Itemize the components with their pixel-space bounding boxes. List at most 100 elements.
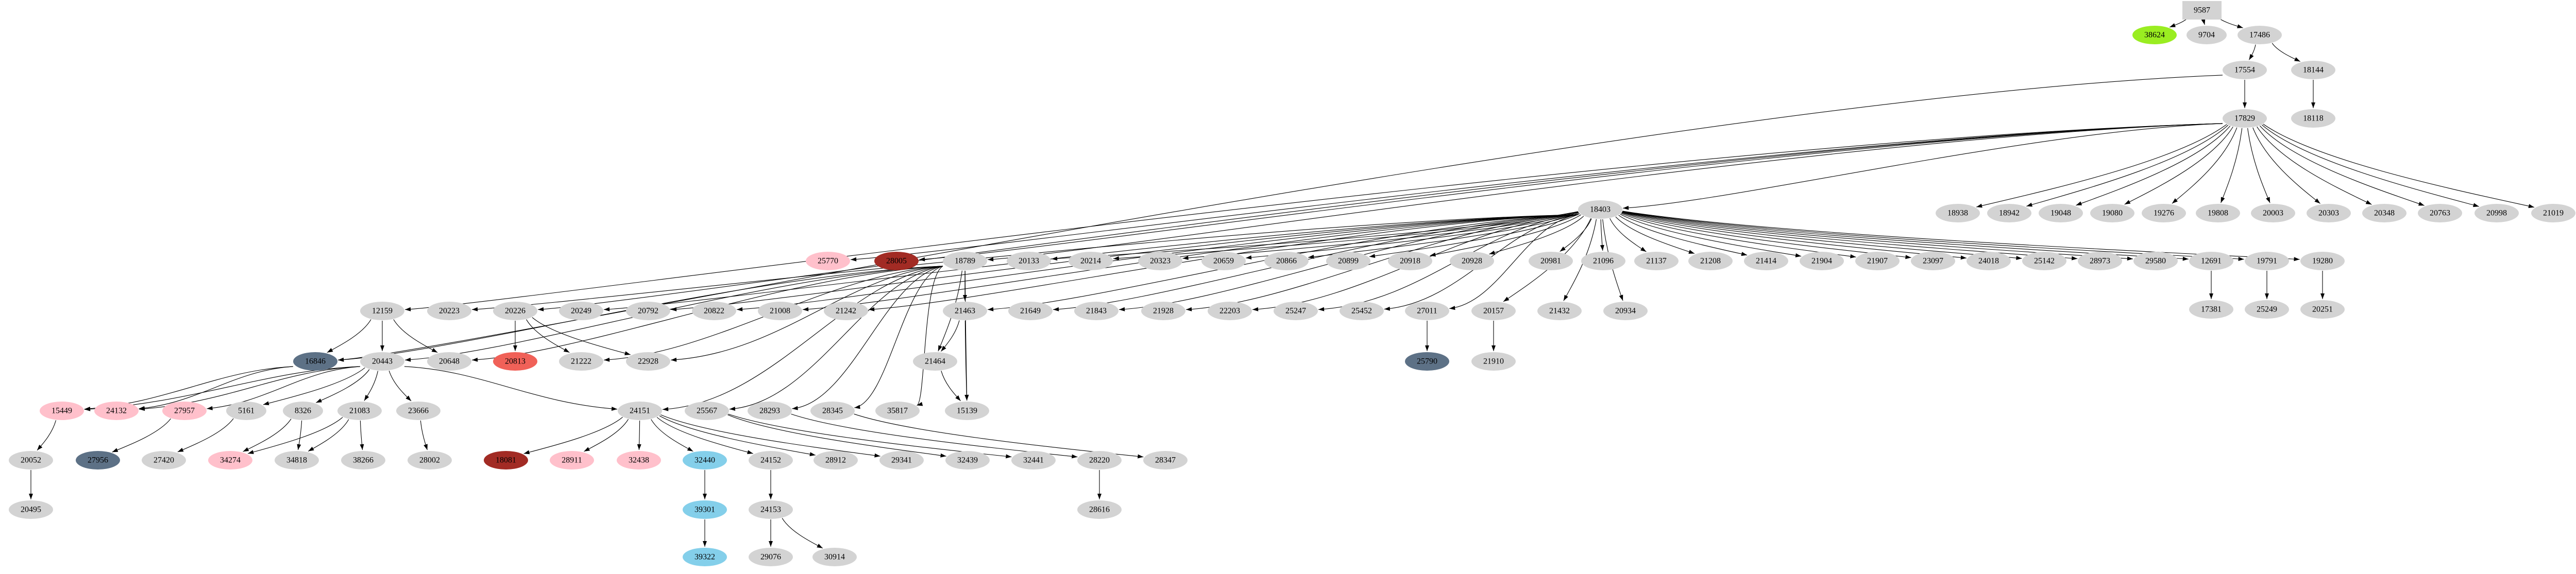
- node-shape[interactable]: [337, 402, 382, 420]
- node-shape[interactable]: [2300, 252, 2345, 270]
- node-shape[interactable]: [1855, 252, 1900, 270]
- graph-node[interactable]: 28220: [1077, 451, 1122, 469]
- node-shape[interactable]: [1744, 252, 1788, 270]
- node-shape[interactable]: [626, 352, 670, 371]
- node-shape[interactable]: [1074, 302, 1118, 320]
- graph-node[interactable]: 20866: [1264, 252, 1309, 270]
- graph-node[interactable]: 5161: [226, 402, 266, 420]
- graph-node[interactable]: 23666: [396, 402, 440, 420]
- node-shape[interactable]: [1008, 302, 1053, 320]
- node-shape[interactable]: [2078, 252, 2122, 270]
- graph-node[interactable]: 24152: [749, 451, 793, 469]
- node-shape[interactable]: [1264, 252, 1309, 270]
- graph-node[interactable]: 21463: [943, 302, 987, 320]
- graph-node[interactable]: 19080: [2090, 204, 2134, 222]
- graph-node[interactable]: 20928: [1450, 252, 1494, 270]
- node-shape[interactable]: [2142, 204, 2186, 222]
- graph-node[interactable]: 17381: [2189, 300, 2233, 319]
- node-shape[interactable]: [1405, 352, 1449, 371]
- node-shape[interactable]: [758, 302, 802, 320]
- graph-node[interactable]: 20648: [427, 352, 471, 371]
- node-shape[interactable]: [2475, 204, 2519, 222]
- graph-node[interactable]: 20348: [2362, 204, 2406, 222]
- node-shape[interactable]: [1987, 204, 2031, 222]
- node-shape[interactable]: [2132, 26, 2177, 44]
- graph-node[interactable]: 19280: [2300, 252, 2345, 270]
- node-shape[interactable]: [293, 352, 337, 371]
- node-shape[interactable]: [1603, 302, 1648, 320]
- node-shape[interactable]: [2189, 252, 2233, 270]
- node-shape[interactable]: [806, 252, 850, 270]
- node-shape[interactable]: [76, 451, 120, 469]
- graph-node[interactable]: 28973: [2078, 252, 2122, 270]
- graph-node[interactable]: 28912: [814, 451, 858, 469]
- node-shape[interactable]: [2189, 300, 2233, 319]
- graph-node[interactable]: 20822: [692, 302, 736, 320]
- graph-node[interactable]: 32441: [1011, 451, 1056, 469]
- graph-node[interactable]: 28616: [1077, 500, 1122, 519]
- node-shape[interactable]: [824, 302, 868, 320]
- node-shape[interactable]: [810, 402, 855, 420]
- node-shape[interactable]: [2196, 204, 2240, 222]
- node-shape[interactable]: [2090, 204, 2134, 222]
- graph-node[interactable]: 21208: [1688, 252, 1733, 270]
- node-shape[interactable]: [2223, 109, 2267, 128]
- node-shape[interactable]: [1450, 252, 1494, 270]
- graph-node[interactable]: 20981: [1529, 252, 1573, 270]
- graph-node[interactable]: 21096: [1581, 252, 1625, 270]
- graph-node[interactable]: 18118: [2291, 109, 2335, 128]
- graph-node[interactable]: 24018: [1967, 252, 2011, 270]
- node-shape[interactable]: [226, 402, 266, 420]
- node-shape[interactable]: [2251, 204, 2295, 222]
- graph-node[interactable]: 9704: [2187, 26, 2227, 44]
- node-shape[interactable]: [683, 548, 727, 566]
- graph-node[interactable]: 38624: [2132, 26, 2177, 44]
- graph-node[interactable]: 19048: [2039, 204, 2083, 222]
- node-shape[interactable]: [40, 402, 84, 420]
- node-shape[interactable]: [618, 402, 662, 420]
- node-shape[interactable]: [2245, 252, 2289, 270]
- node-shape[interactable]: [1471, 302, 1516, 320]
- graph-node[interactable]: 21843: [1074, 302, 1118, 320]
- graph-node[interactable]: 28347: [1143, 451, 1188, 469]
- node-shape[interactable]: [2238, 26, 2282, 44]
- node-shape[interactable]: [94, 402, 139, 420]
- node-shape[interactable]: [913, 352, 957, 371]
- graph-node[interactable]: 28002: [408, 451, 452, 469]
- node-shape[interactable]: [683, 451, 727, 469]
- graph-node[interactable]: 21222: [559, 352, 603, 371]
- graph-node[interactable]: 20763: [2418, 204, 2462, 222]
- graph-node[interactable]: 20918: [1388, 252, 1432, 270]
- graph-node[interactable]: 23097: [1911, 252, 1955, 270]
- node-shape[interactable]: [2182, 1, 2222, 20]
- node-shape[interactable]: [142, 451, 186, 469]
- node-shape[interactable]: [683, 500, 727, 519]
- node-shape[interactable]: [2039, 204, 2083, 222]
- node-shape[interactable]: [1405, 302, 1449, 320]
- node-shape[interactable]: [1537, 302, 1582, 320]
- node-shape[interactable]: [2291, 109, 2335, 128]
- graph-node[interactable]: 20052: [9, 451, 53, 469]
- graph-node[interactable]: 25452: [1340, 302, 1384, 320]
- graph-node[interactable]: 38266: [341, 451, 385, 469]
- node-shape[interactable]: [874, 252, 919, 270]
- graph-node[interactable]: 20792: [626, 302, 670, 320]
- node-shape[interactable]: [1936, 204, 1980, 222]
- graph-node[interactable]: 18789: [943, 252, 987, 270]
- graph-node[interactable]: 20303: [2307, 204, 2351, 222]
- node-shape[interactable]: [617, 451, 661, 469]
- graph-node[interactable]: 20443: [360, 352, 404, 371]
- node-shape[interactable]: [945, 402, 989, 420]
- graph-node[interactable]: 21083: [337, 402, 382, 420]
- node-shape[interactable]: [748, 402, 792, 420]
- node-shape[interactable]: [1143, 451, 1188, 469]
- graph-node[interactable]: 18942: [1987, 204, 2031, 222]
- graph-node[interactable]: 34274: [208, 451, 252, 469]
- graph-node[interactable]: 20998: [2475, 204, 2519, 222]
- node-shape[interactable]: [1326, 252, 1370, 270]
- node-shape[interactable]: [283, 402, 323, 420]
- graph-node[interactable]: 8326: [283, 402, 323, 420]
- node-shape[interactable]: [2300, 300, 2345, 319]
- graph-node[interactable]: 21928: [1141, 302, 1185, 320]
- node-shape[interactable]: [1634, 252, 1679, 270]
